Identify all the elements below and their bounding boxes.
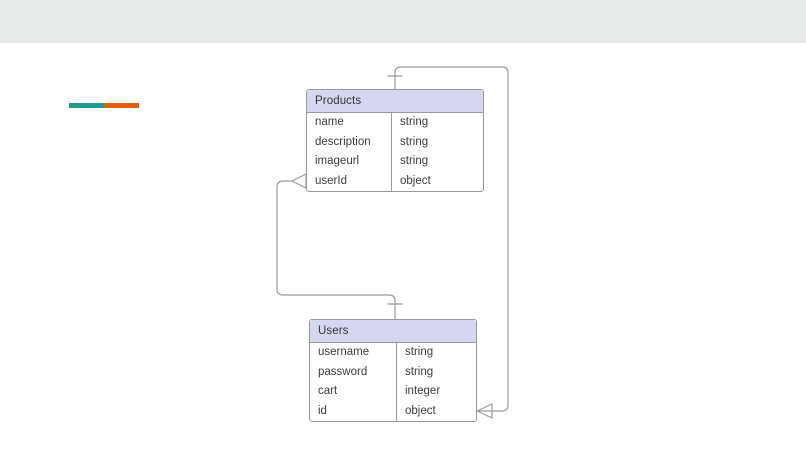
entity-field-row[interactable]: name string bbox=[307, 113, 483, 133]
field-type: object bbox=[400, 174, 431, 187]
field-type: string bbox=[400, 135, 429, 148]
field-name: password bbox=[310, 362, 397, 382]
entity-header-products[interactable]: Products bbox=[307, 90, 483, 113]
field-type: string bbox=[400, 116, 429, 128]
color-legend-bar bbox=[69, 103, 139, 108]
entity-field-row[interactable]: userId object bbox=[307, 171, 483, 191]
entity-table-products[interactable]: Products name string description string … bbox=[306, 89, 484, 192]
field-type: string bbox=[400, 155, 429, 167]
entity-header-users[interactable]: Users bbox=[310, 320, 476, 343]
entity-field-row[interactable]: password string bbox=[310, 362, 476, 382]
entity-field-row[interactable]: description string bbox=[307, 132, 483, 152]
field-name: id bbox=[310, 401, 397, 421]
field-name: imageurl bbox=[307, 152, 392, 172]
field-type: string bbox=[405, 346, 434, 358]
entity-field-row[interactable]: cart integer bbox=[310, 382, 476, 402]
entity-field-row[interactable]: imageurl string bbox=[307, 152, 483, 172]
field-name: username bbox=[310, 343, 397, 363]
entity-title-users: Users bbox=[318, 325, 349, 337]
field-name: userId bbox=[307, 171, 392, 191]
field-name: name bbox=[307, 113, 392, 133]
field-name: cart bbox=[310, 382, 397, 402]
field-type: integer bbox=[405, 385, 441, 397]
top-toolbar bbox=[0, 0, 806, 43]
entity-table-users[interactable]: Users username string password string ca… bbox=[309, 319, 477, 422]
field-type: object bbox=[405, 404, 436, 417]
entity-field-row[interactable]: id object bbox=[310, 401, 476, 421]
legend-teal-segment bbox=[69, 103, 104, 108]
entity-title-products: Products bbox=[315, 95, 362, 107]
legend-orange-segment bbox=[104, 103, 139, 108]
field-name: description bbox=[307, 132, 392, 152]
entity-field-row[interactable]: username string bbox=[310, 343, 476, 363]
field-type: string bbox=[405, 365, 434, 378]
